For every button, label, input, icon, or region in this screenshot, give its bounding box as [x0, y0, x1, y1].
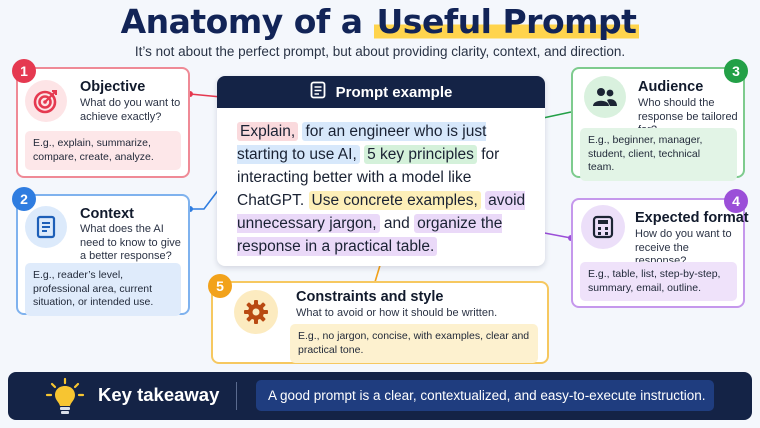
objective-example: E.g., explain, summarize, compare, creat…	[25, 131, 181, 170]
title-highlight: Useful Prompt	[373, 2, 640, 41]
page-subtitle: It’s not about the perfect prompt, but a…	[134, 44, 626, 59]
objective-number: 1	[12, 59, 36, 83]
target-icon	[25, 80, 67, 122]
lightbulb-icon	[44, 377, 86, 422]
prompt-segment-plain: and	[379, 215, 415, 232]
context-number: 2	[12, 187, 36, 211]
clipboard-icon	[310, 81, 326, 103]
constraints-title: Constraints and style	[296, 289, 444, 305]
document-icon	[25, 206, 67, 248]
gear-icon	[234, 290, 278, 334]
format-example: E.g., table, list, step-by-step, summary…	[580, 262, 737, 301]
format-number: 4	[724, 189, 748, 213]
objective-title: Objective	[80, 79, 146, 95]
title-main: Anatomy of a	[120, 2, 374, 41]
constraints-number: 5	[208, 274, 232, 298]
prompt-segment-green: 5 key principles	[364, 145, 477, 164]
format-title: Expected format	[635, 210, 749, 226]
objective-question: What do you want to achieve exactly?	[80, 97, 181, 123]
constraints-question: What to avoid or how it should be writte…	[296, 307, 498, 319]
prompt-segment-plain: for interacting better with a model like…	[237, 146, 500, 209]
prompt-example-card: Prompt example Explain, for an engineer …	[217, 76, 545, 266]
audience-number: 3	[724, 59, 748, 83]
context-title: Context	[80, 206, 134, 222]
audience-example: E.g., beginner, manager, student, client…	[580, 128, 737, 181]
key-takeaway-message: A good prompt is a clear, contextualized…	[256, 380, 714, 411]
page-title: Anatomy of a Useful Prompt	[0, 2, 760, 41]
prompt-example-text: Explain, for an engineer who is just sta…	[217, 108, 545, 258]
prompt-segment-red: Explain,	[237, 122, 299, 141]
context-example: E.g., reader’s level, professional area,…	[25, 263, 181, 316]
prompt-example-header: Prompt example	[217, 76, 545, 108]
prompt-segment-yellow: Use concrete examples,	[308, 191, 481, 210]
constraints-example: E.g., no jargon, concise, with examples,…	[290, 324, 538, 363]
audience-title: Audience	[638, 79, 704, 95]
key-takeaway-separator	[236, 382, 237, 410]
key-takeaway-label: Key takeaway	[98, 384, 220, 405]
people-icon	[584, 76, 626, 118]
prompt-example-title: Prompt example	[335, 83, 453, 101]
calculator-icon	[581, 205, 625, 249]
context-question: What does the AI need to know to give a …	[80, 223, 181, 262]
